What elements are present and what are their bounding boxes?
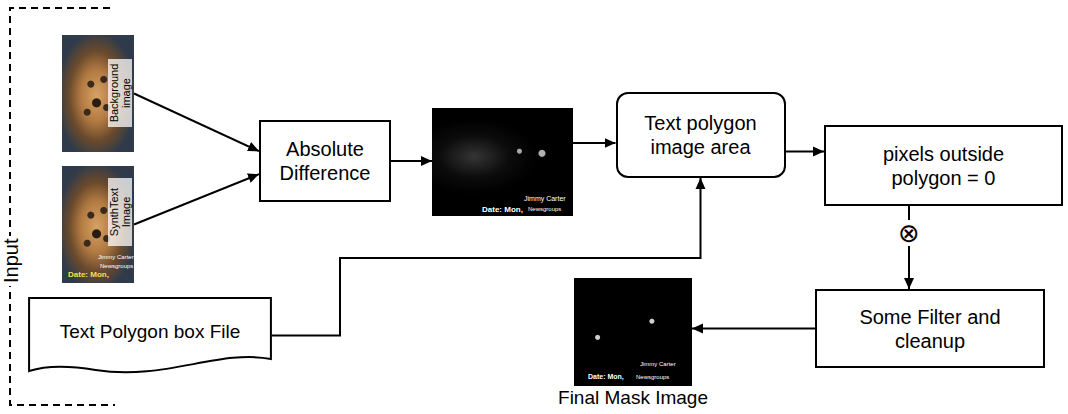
document-shape: Text Polygon box File xyxy=(28,297,272,374)
image-label: Background image xyxy=(108,59,132,127)
flow-arrow xyxy=(134,94,259,152)
process-box: Some Filter and cleanup xyxy=(815,289,1045,368)
image-text: Date: Mon, xyxy=(588,373,624,381)
difference-image: Jimmy CarterDate: Mon, Newsgroups xyxy=(432,108,573,216)
box-label: Some Filter and cleanup xyxy=(844,305,1016,353)
image-text: Jimmy Carter xyxy=(524,195,566,203)
image-text: Jimmy Carter xyxy=(640,361,676,368)
group-label: Input xyxy=(0,236,22,286)
flow-arrow xyxy=(391,160,432,162)
document-label: Text Polygon box File xyxy=(28,321,272,343)
flow-arrow xyxy=(908,206,910,220)
box-label: pixels outside polygon = 0 xyxy=(864,142,1024,190)
flow-arrow xyxy=(786,151,825,153)
background-photo: Background image xyxy=(62,35,134,152)
image-text: Newsgroups xyxy=(528,206,561,213)
image-text: Date: Mon, xyxy=(68,270,109,279)
image-text: Newsgroups xyxy=(100,263,133,270)
mask-image: Jimmy CarterDate: Mon,NewsgroupsFinal Ma… xyxy=(574,278,692,386)
image-caption: Final Mask Image xyxy=(558,387,708,408)
process-box: pixels outside polygon = 0 xyxy=(824,125,1063,206)
multiply-glyph: ⊗ xyxy=(896,220,922,246)
multiply-symbol: ⊗ xyxy=(896,220,922,246)
box-label: Absolute Difference xyxy=(269,137,381,185)
process-box: Absolute Difference xyxy=(259,120,391,202)
image-text: Newsgroups xyxy=(636,374,669,381)
flow-arrow xyxy=(134,174,259,224)
box-label: Text polygon image area xyxy=(626,111,776,159)
flow-arrow xyxy=(573,142,616,144)
synthtext-photo: SynthText ImageJimmy CarterNewsgroupsDat… xyxy=(62,166,134,283)
flow-arrow xyxy=(692,328,815,330)
flow-arrow xyxy=(908,246,910,289)
image-text: Jimmy Carter xyxy=(98,254,134,261)
image-text: Date: Mon, xyxy=(482,205,523,214)
process-box: Text polygon image area xyxy=(616,92,786,178)
image-label: SynthText Image xyxy=(108,178,132,246)
